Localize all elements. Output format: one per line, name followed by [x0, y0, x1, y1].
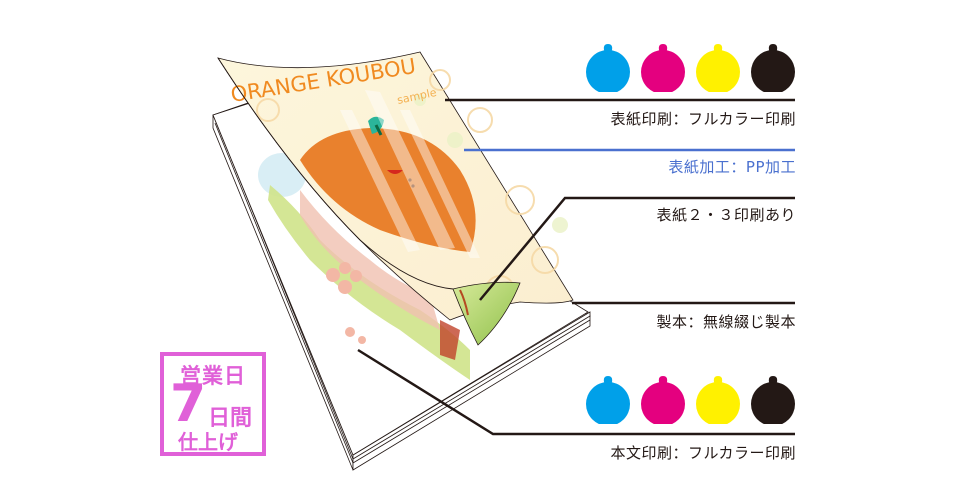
magenta-ink-drop-icon [641, 44, 685, 94]
inner-cover-curl [452, 281, 521, 346]
cyan-ink-drop-icon [586, 44, 630, 94]
yellow-ink-drop-icon [696, 44, 740, 94]
body-ink-set [582, 368, 796, 426]
turnaround-badge: 営業日 7 日間 仕上げ [160, 352, 266, 456]
binding-label: 製本：無線綴じ製本 [656, 313, 796, 331]
badge-number: 7 [170, 374, 207, 434]
badge-finish: 仕上げ [178, 430, 238, 454]
cover-finish-label: 表紙加工：PP加工 [668, 158, 796, 176]
black-ink-drop-icon [751, 44, 795, 94]
orange-mascot [300, 116, 476, 252]
inner-cover-print-label: 表紙２・３印刷あり [656, 206, 796, 224]
cover-print-label: 表紙印刷：フルカラー印刷 [610, 110, 796, 128]
badge-days-unit: 日間 [208, 406, 253, 431]
leader-lines [357, 98, 795, 436]
cover-ink-set [582, 36, 796, 94]
black-ink-drop-icon [751, 376, 795, 426]
cyan-ink-drop-icon [586, 376, 630, 426]
badge-business-days: 営業日 [180, 364, 246, 388]
body-print-label: 本文印刷：フルカラー印刷 [610, 444, 796, 462]
yellow-ink-drop-icon [696, 376, 740, 426]
magenta-ink-drop-icon [641, 376, 685, 426]
